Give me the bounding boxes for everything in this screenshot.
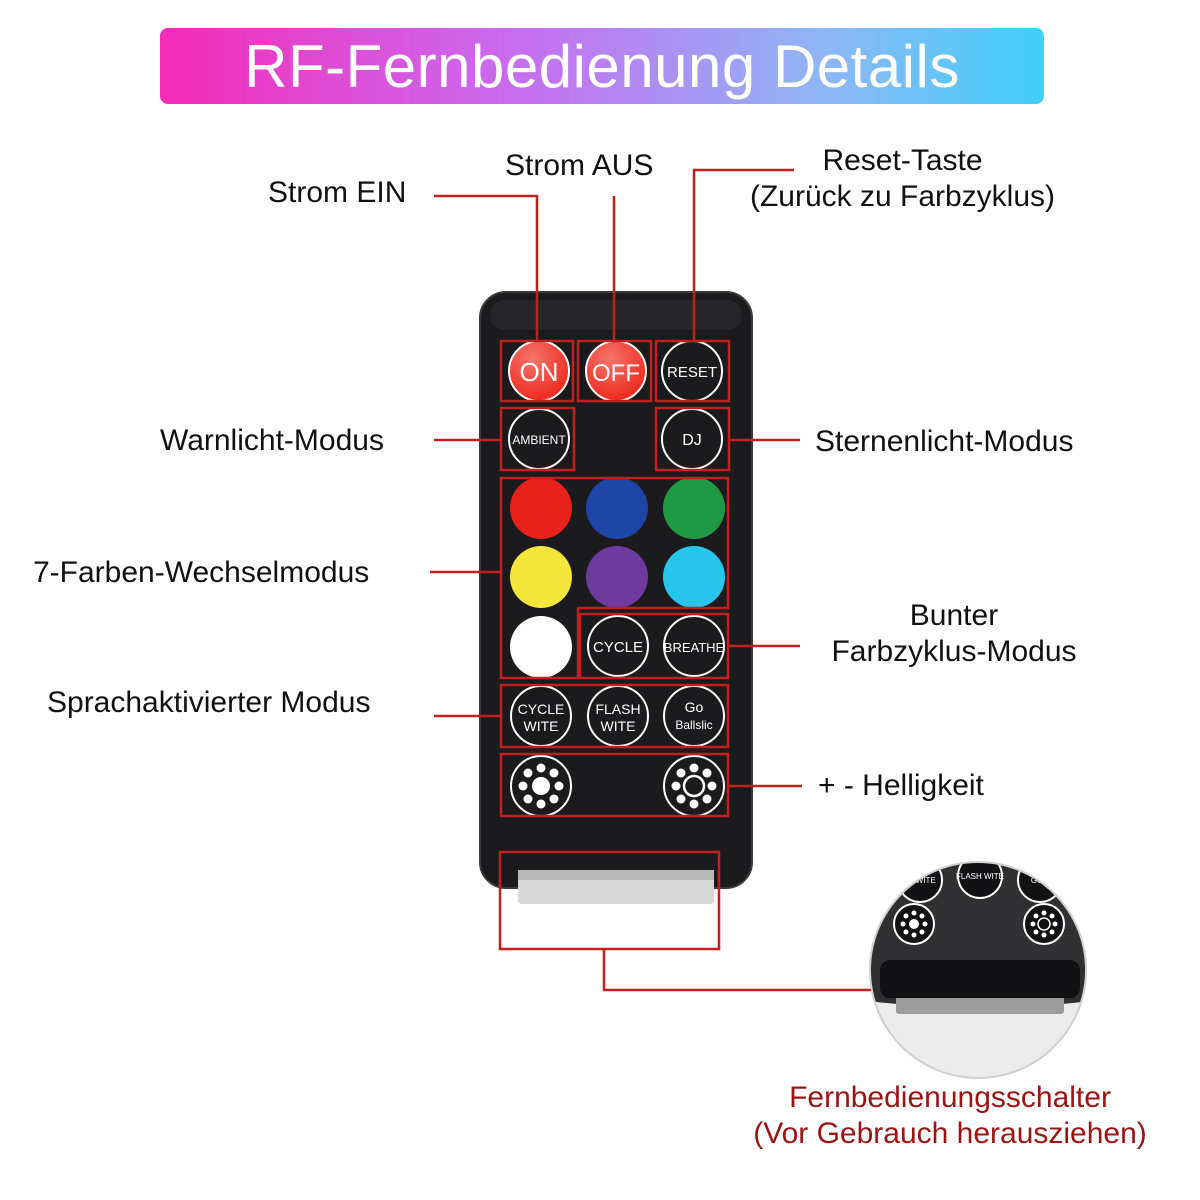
cycle-button[interactable]: CYCLE: [587, 615, 649, 677]
on-button[interactable]: ON: [508, 340, 570, 402]
cyan-color-button[interactable]: [663, 546, 725, 608]
go-label-2: Ballslic: [675, 718, 712, 732]
reset-button[interactable]: RESET: [661, 340, 723, 402]
ambient-button-label: AMBIENT: [512, 433, 566, 447]
label-voice-mode: Sprachaktivierter Modus: [47, 686, 371, 719]
label-warning-mode: Warnlicht-Modus: [160, 424, 384, 457]
flash-wite-button[interactable]: FLASH WITE: [587, 685, 649, 747]
green-color-button[interactable]: [663, 477, 725, 539]
switch-zoom-view: E WITE FLASH WITE Go B: [869, 861, 1087, 1079]
cycle-wite-button[interactable]: CYCLE WITE: [510, 685, 572, 747]
callout-lines: [430, 168, 872, 992]
flash-wite-label-2: WITE: [601, 718, 636, 734]
brightness-up-button[interactable]: [663, 755, 725, 817]
dj-button-label: DJ: [682, 432, 702, 449]
off-button[interactable]: OFF: [585, 340, 647, 402]
brightness-down-button[interactable]: [510, 755, 572, 817]
label-power-on: Strom EIN: [268, 176, 407, 209]
label-switch-line2: (Vor Gebrauch herausziehen): [753, 1117, 1147, 1150]
reset-button-label: RESET: [667, 364, 717, 381]
ambient-button[interactable]: AMBIENT: [508, 408, 570, 470]
label-remote-switch: Fernbedienungsschalter (Vor Gebrauch her…: [700, 1080, 1200, 1152]
breathe-button[interactable]: BREATHE: [663, 615, 725, 677]
on-button-label: ON: [520, 357, 559, 387]
cycle-button-label: CYCLE: [593, 639, 643, 656]
label-reset-line1: Reset-Taste: [822, 144, 983, 177]
breathe-button-label: BREATHE: [664, 640, 725, 655]
go-ballslic-button[interactable]: Go Ballslic: [663, 685, 725, 747]
zoom-label-middle: FLASH WITE: [956, 872, 1004, 881]
purple-color-button[interactable]: [586, 546, 648, 608]
red-color-button[interactable]: [510, 477, 572, 539]
blue-color-button[interactable]: [586, 477, 648, 539]
cycle-wite-label-1: CYCLE: [518, 701, 565, 717]
off-button-label: OFF: [592, 360, 640, 387]
label-star-mode: Sternenlicht-Modus: [815, 425, 1074, 458]
label-cycle-line2: Farbzyklus-Modus: [831, 635, 1077, 668]
label-brightness: + - Helligkeit: [818, 769, 984, 802]
title-banner: RF-Fernbedienung Details: [160, 28, 1044, 104]
label-power-off: Strom AUS: [505, 149, 654, 182]
page-title: RF-Fernbedienung Details: [244, 32, 960, 100]
go-label-1: Go: [685, 699, 704, 715]
label-reset-line2: (Zurück zu Farbzyklus): [749, 180, 1056, 213]
zoom-label-left: E WITE: [908, 876, 936, 885]
label-seven-color-mode: 7-Farben-Wechselmodus: [33, 556, 370, 589]
label-switch-line1: Fernbedienungsschalter: [789, 1081, 1111, 1114]
label-cycle-line1: Bunter: [909, 599, 999, 632]
dj-button[interactable]: DJ: [661, 408, 723, 470]
label-color-cycle-mode: Bunter Farbzyklus-Modus: [800, 598, 1108, 670]
flash-wite-label-1: FLASH: [595, 701, 640, 717]
label-reset: Reset-Taste (Zurück zu Farbzyklus): [700, 143, 1105, 215]
cycle-wite-label-2: WITE: [524, 718, 559, 734]
yellow-color-button[interactable]: [510, 546, 572, 608]
white-color-button[interactable]: [510, 616, 572, 678]
